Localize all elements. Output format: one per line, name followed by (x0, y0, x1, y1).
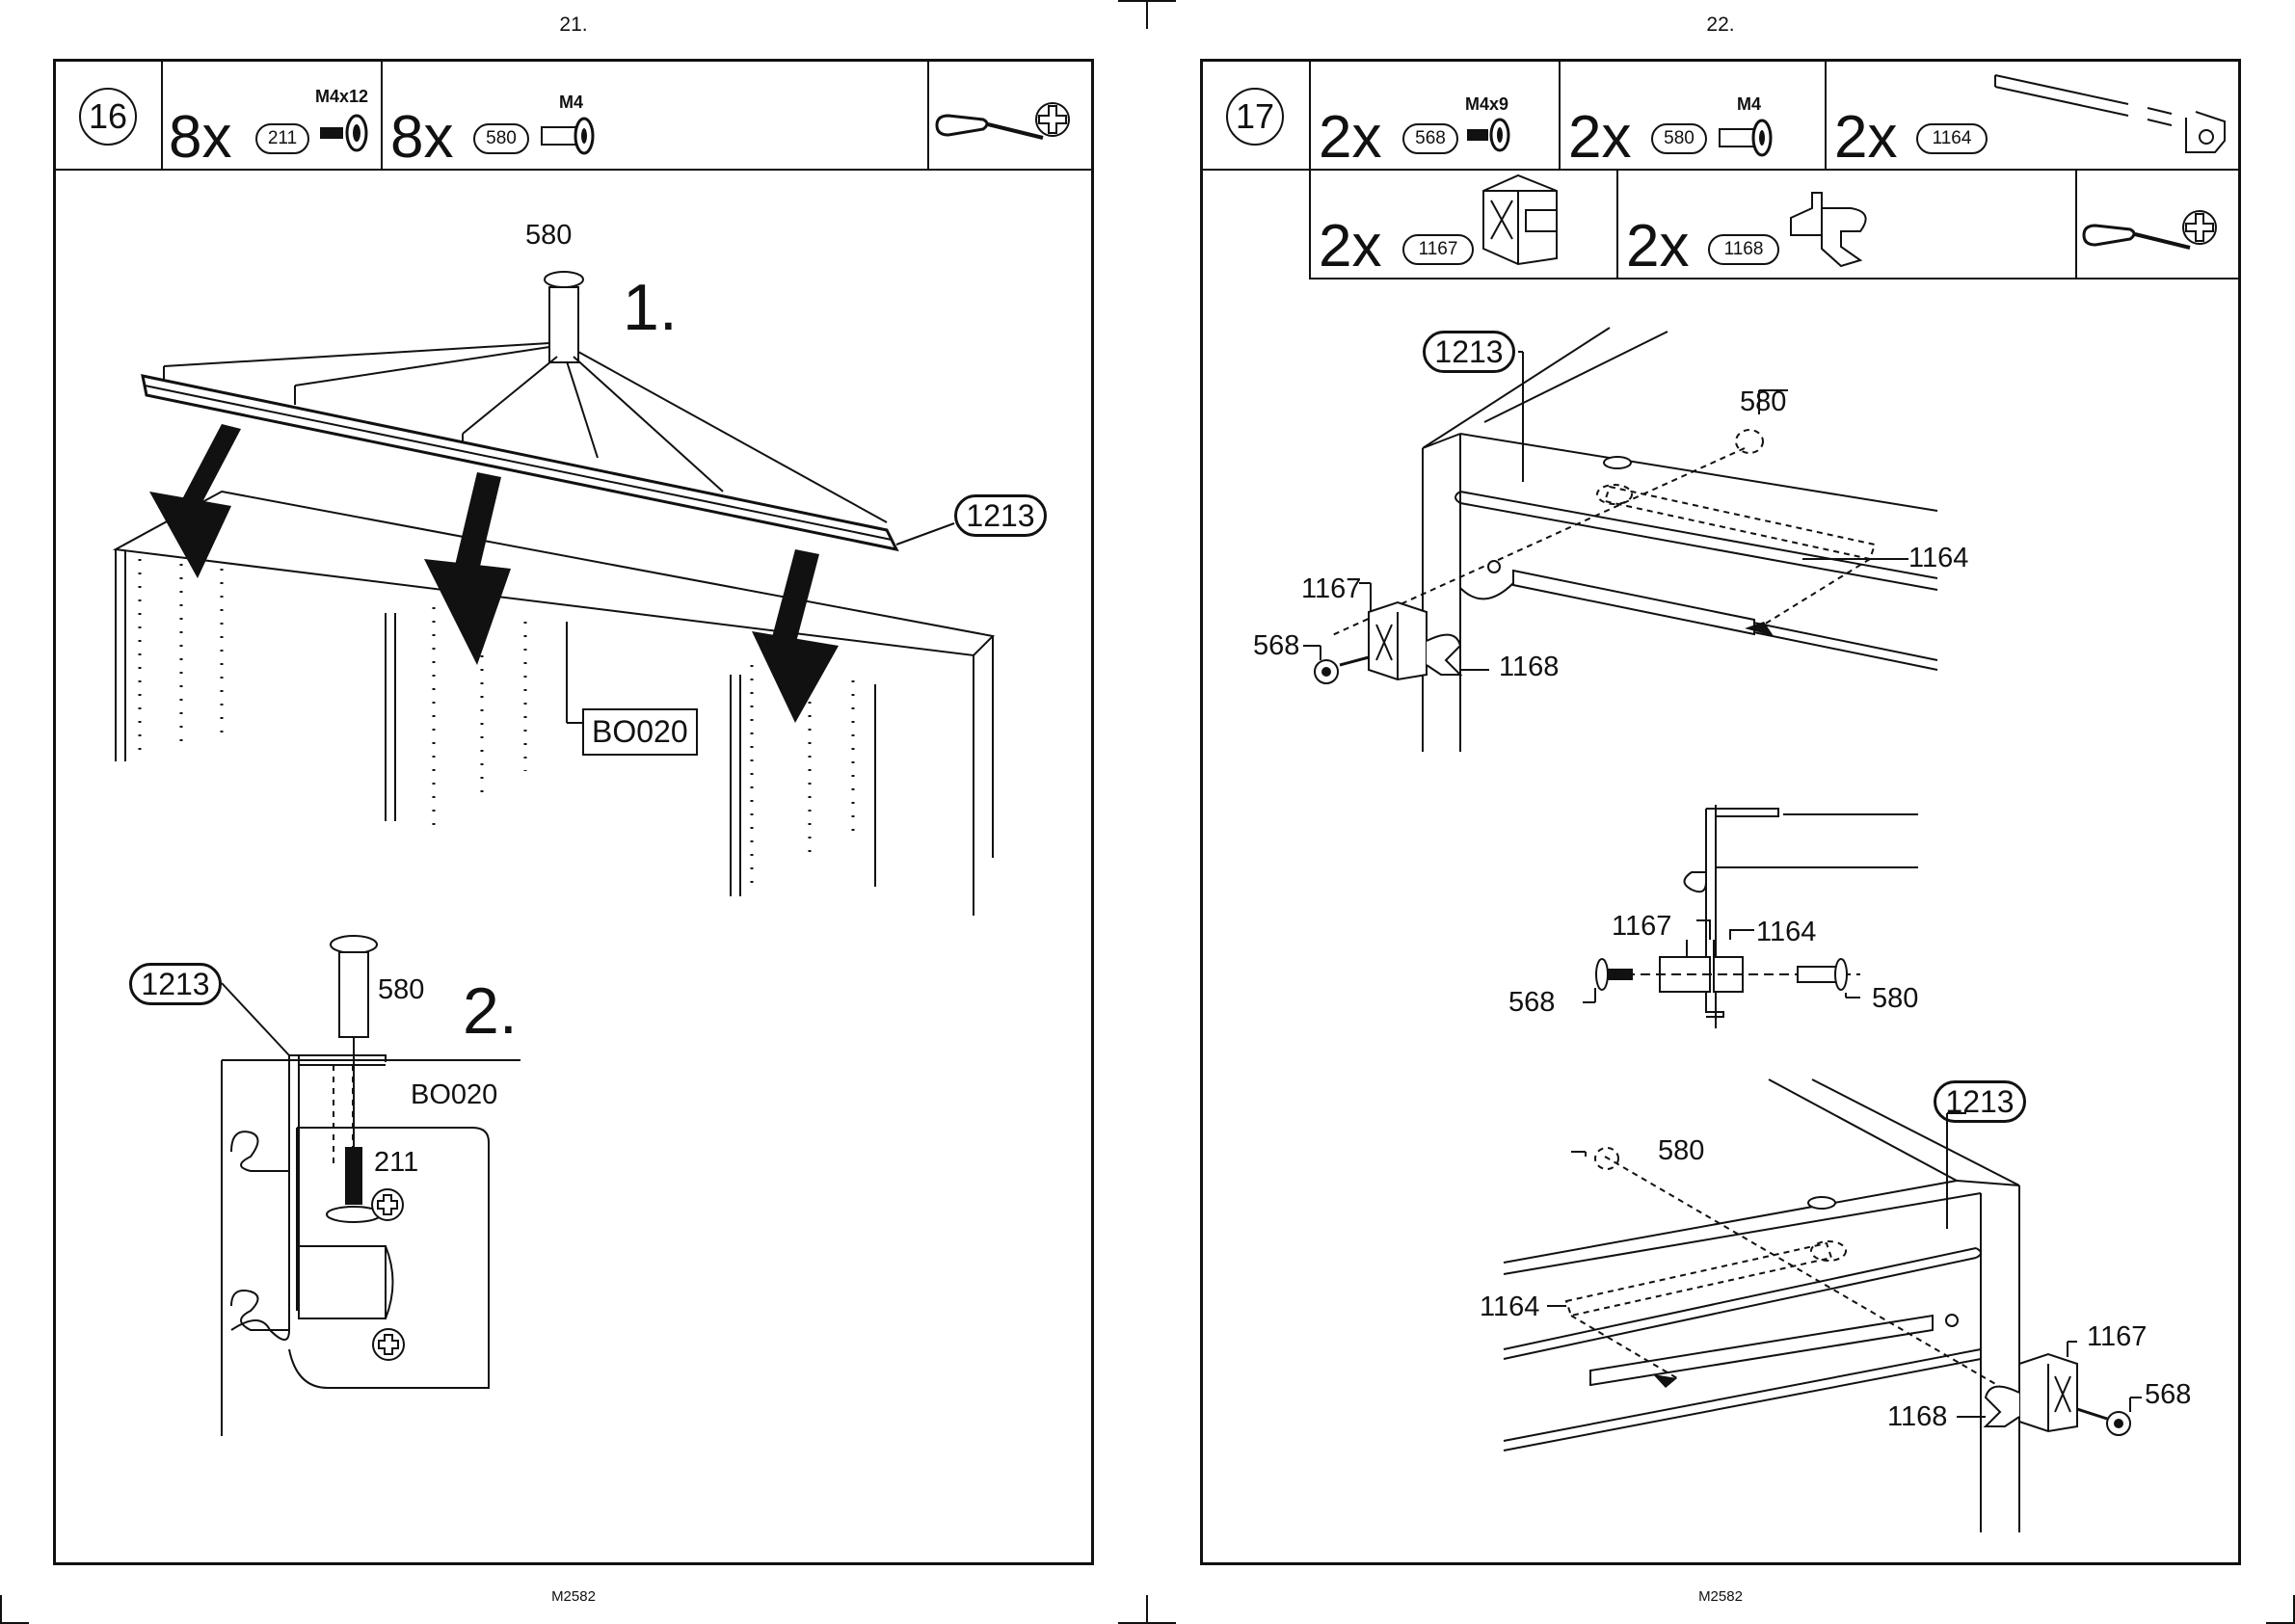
page-number-right: 22. (1663, 13, 1778, 37)
part-spec: M4x12 (315, 87, 368, 107)
assembly-drawing-step1 (96, 260, 1060, 925)
part-quantity: 2x (1319, 108, 1381, 168)
part-id-badge: 580 (473, 123, 529, 154)
screw-icon (1465, 118, 1519, 162)
part-quantity: 2x (1834, 108, 1897, 168)
cut-mark-top-h (1118, 0, 1176, 2)
part-quantity: 2x (1626, 217, 1689, 277)
rod-install-detail-top (1292, 318, 1966, 761)
rail-label-badge: 1213 (129, 963, 222, 1005)
part-spec: M4x9 (1465, 94, 1508, 115)
step-17-header-divider-2 (1309, 278, 2240, 280)
part-spec: M4 (1737, 94, 1761, 115)
connector-bolt-icon (1718, 118, 1781, 162)
step-number: 17 (1236, 96, 1274, 137)
part-id-badge: 1168 (1708, 234, 1779, 265)
connector-label: 580 (525, 222, 572, 250)
cut-mark-bottom (1146, 1595, 1148, 1624)
rod-icon (1993, 73, 2234, 160)
cut-mark-top (1146, 0, 1148, 29)
part-spec: M4 (559, 93, 583, 113)
step-number: 16 (89, 96, 127, 137)
screw-icon (318, 114, 376, 162)
step-17-divider-c (1825, 60, 1827, 169)
step-17-divider-a (1309, 60, 1311, 278)
screw-label: 568 (1508, 989, 1555, 1017)
part-id-badge: 211 (255, 123, 309, 154)
footer-code-left: M2582 (516, 1588, 631, 1605)
part-quantity: 2x (1319, 217, 1381, 277)
step-17-divider-d (1616, 169, 1618, 278)
part-quantity: 8x (390, 108, 453, 168)
part-quantity: 8x (169, 108, 231, 168)
rod-install-detail-bottom (1494, 1070, 2188, 1532)
step-number-circle: 17 (1226, 88, 1284, 146)
page-number-left: 21. (516, 13, 631, 37)
rod-clip-icon (1783, 189, 1880, 270)
step-number-circle: 16 (79, 88, 137, 146)
phillips-icon (2180, 208, 2219, 247)
part-id-badge: 1164 (1916, 123, 1988, 154)
step-16-divider-3 (927, 60, 929, 169)
assembly-detail-step2 (212, 925, 540, 1446)
cut-mark-left-v (0, 1595, 2, 1624)
part-id-badge: 568 (1402, 123, 1458, 154)
phillips-icon (1033, 100, 1072, 139)
connector-bolt-icon (540, 116, 603, 160)
step-16-divider-1 (161, 60, 163, 169)
rod-support-icon (1480, 172, 1566, 268)
step-17-divider-e (2075, 169, 2077, 278)
step-17-divider-b (1559, 60, 1561, 169)
step-16-divider-2 (381, 60, 383, 169)
part-quantity: 2x (1568, 108, 1631, 168)
rod-install-detail-middle (1571, 805, 1928, 1026)
footer-code-right: M2582 (1663, 1588, 1778, 1605)
part-id-badge: 1167 (1402, 234, 1474, 265)
part-id-badge: 580 (1651, 123, 1707, 154)
